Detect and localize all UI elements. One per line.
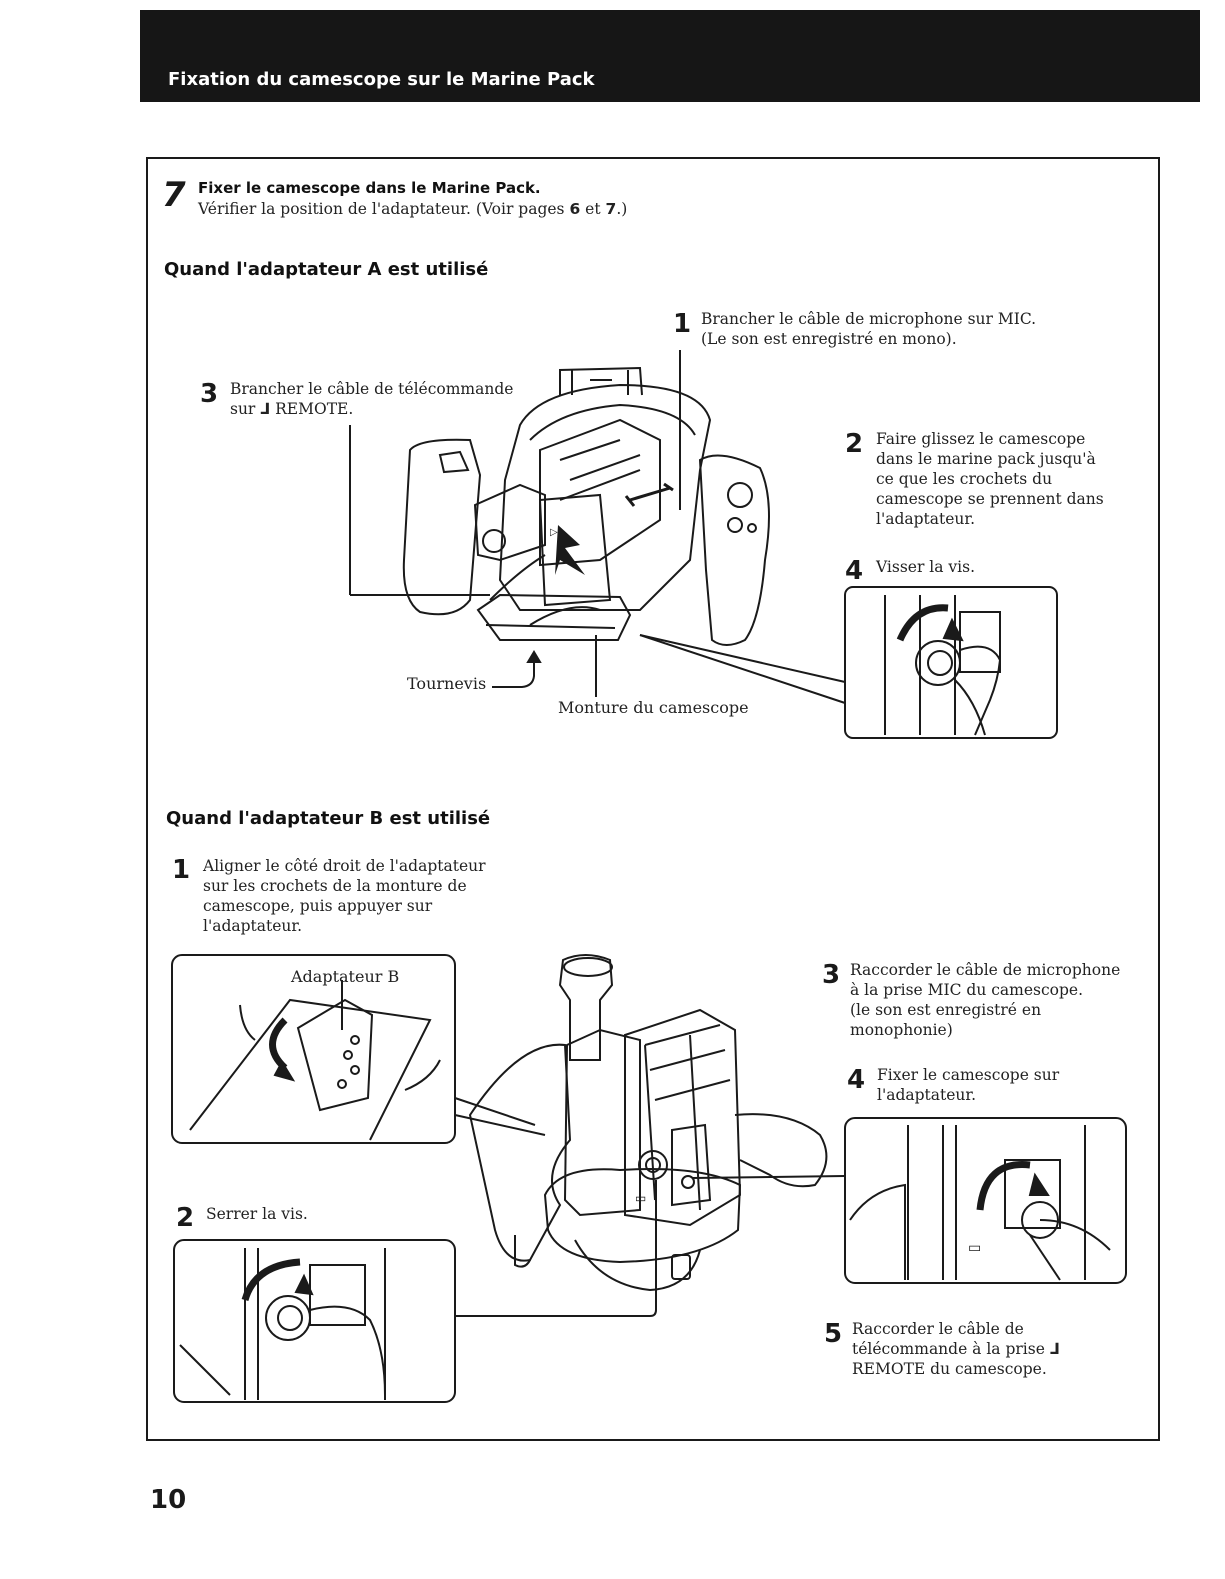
b-step-5-text: Raccorder le câble de télécommande à la … xyxy=(852,1320,1060,1378)
page-title: Fixation du camescope sur le Marine Pack xyxy=(168,69,595,90)
header-bar: Fixation du camescope sur le Marine Pack xyxy=(140,10,1200,102)
b-step-1-text: Aligner le côté droit de l'adaptateur su… xyxy=(203,857,486,935)
b-step-5-number: 5 xyxy=(824,1319,843,1349)
svg-text:▭: ▭ xyxy=(968,1240,981,1256)
a-screw-detail xyxy=(844,586,1058,739)
a-step-2-text: Faire glissez le camescope dans le marin… xyxy=(876,430,1104,528)
a-step-2-number: 2 xyxy=(845,429,864,459)
b-step-1-number: 1 xyxy=(172,855,191,885)
b-step-4-number: 4 xyxy=(847,1065,866,1095)
b-adapter-detail xyxy=(171,954,456,1144)
a-step-4-text: Visser la vis. xyxy=(876,558,976,576)
camera-mount-label: Monture du camescope xyxy=(558,698,749,717)
screwdriver-label: Tournevis xyxy=(407,674,487,693)
a-step-3-text: Brancher le câble de télécommande sur ⅃ … xyxy=(230,380,514,418)
a-step-3-number: 3 xyxy=(200,379,219,409)
marine-pack-a-illustration: ▷ xyxy=(402,366,770,646)
section-b-title: Quand l'adaptateur B est utilisé xyxy=(166,808,491,829)
b-step-3-text: Raccorder le câble de microphone à la pr… xyxy=(850,961,1121,1039)
b-camcorder-illustration: ▭ xyxy=(454,954,846,1317)
b-step-2-number: 2 xyxy=(176,1203,195,1233)
remote-jack-icon: ⅃ xyxy=(260,400,271,418)
a-step-1-number: 1 xyxy=(673,309,692,339)
page-number: 10 xyxy=(150,1485,187,1515)
b-step-3-number: 3 xyxy=(822,960,841,990)
b-step-4-text: Fixer le camescope sur l'adaptateur. xyxy=(877,1066,1060,1104)
adapter-b-label: Adaptateur B xyxy=(291,967,400,986)
b-step-2-text: Serrer la vis. xyxy=(206,1205,308,1223)
step-7-title: Fixer le camescope dans le Marine Pack. xyxy=(198,179,541,197)
step-7-text: Vérifier la position de l'adaptateur. (V… xyxy=(198,200,628,218)
step-7-number: 7 xyxy=(162,175,186,215)
content-frame xyxy=(146,157,1160,1441)
b-right-screw-detail: ▭ xyxy=(844,1117,1127,1284)
b-screw-detail xyxy=(173,1239,456,1403)
section-a-leaders xyxy=(349,350,846,704)
section-a-title: Quand l'adaptateur A est utilisé xyxy=(164,259,489,280)
a-step-1-text: Brancher le câble de microphone sur MIC.… xyxy=(701,310,1037,348)
a-step-4-number: 4 xyxy=(845,556,864,586)
remote-jack-icon: ⅃ xyxy=(1049,1340,1060,1358)
svg-text:▭: ▭ xyxy=(635,1191,646,1205)
svg-text:▷: ▷ xyxy=(550,527,558,538)
